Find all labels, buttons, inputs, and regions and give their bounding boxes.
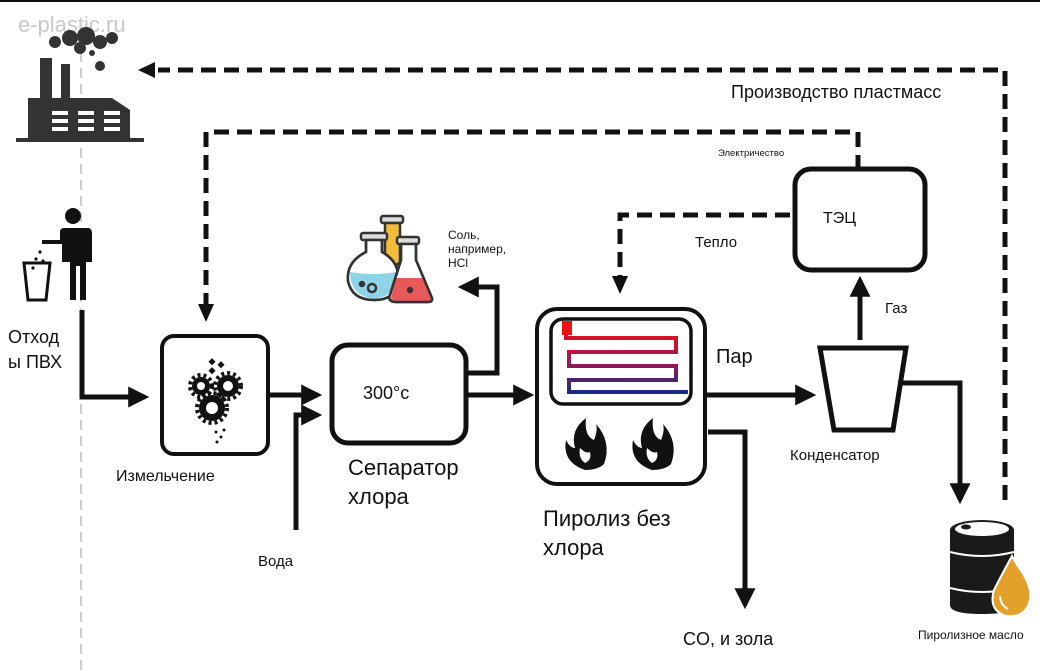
pyrolysis-label-line2: хлора: [543, 535, 604, 560]
plastics-production-label: Производство пластмасс: [731, 82, 942, 102]
person-trash-icon: [22, 208, 92, 302]
chemistry-flasks-icon: [346, 214, 434, 304]
separator-label-line2: хлора: [348, 484, 409, 509]
steam-label: Пар: [716, 346, 753, 368]
salt-label-line3: HCl: [448, 256, 468, 270]
flames-icon: [565, 418, 674, 470]
flow-separator-to-salt: [457, 276, 500, 376]
flow-waste-to-shredding: [79, 310, 150, 408]
condenser-shape: [817, 345, 909, 433]
co-ash-label: CO, и зола: [683, 629, 774, 649]
heater-coil-icon: [564, 323, 688, 394]
flow-co-ash: [708, 429, 756, 610]
flow-oil: [902, 380, 971, 505]
salt-label-line1: Соль,: [448, 228, 480, 242]
waste-label-line2: ы ПВХ: [8, 352, 63, 372]
coil-hot-end: [562, 321, 572, 335]
electricity-label: Электричество: [718, 148, 785, 159]
flow-heat: [617, 212, 790, 276]
arrow-electricity-head: [198, 304, 214, 322]
flow-water-to-separator: [293, 404, 323, 530]
salt-label: Соль, например, HCl: [448, 228, 506, 270]
gears-icon: [188, 358, 243, 444]
heat-label: Тепло: [695, 234, 738, 251]
salt-label-line2: например,: [448, 242, 507, 256]
waste-label-line1: Отход: [8, 327, 60, 347]
oil-label: Пиролизное масло: [918, 628, 1024, 642]
condenser-label: Конденсатор: [790, 447, 880, 464]
pyrolysis-label: Пиролиз без хлора: [543, 504, 671, 562]
heater-chamber: [549, 317, 693, 406]
gas-label: Газ: [885, 300, 908, 317]
arrow-plastics-head: [138, 62, 155, 78]
top-border: [0, 0, 1040, 2]
separator-temperature: 300°c: [363, 383, 410, 403]
pyrolysis-label-line1: Пиролиз без: [543, 506, 671, 531]
waste-label: Отход ы ПВХ: [8, 325, 62, 375]
arrow-heat-head: [612, 276, 628, 294]
factory-icon: [16, 27, 144, 142]
oil-barrel-icon: [949, 520, 1032, 618]
separator-label: Сепаратор хлора: [348, 453, 459, 511]
separator-label-line1: Сепаратор: [348, 455, 459, 480]
water-label: Вода: [258, 553, 294, 570]
flow-plastics-production: [158, 67, 1008, 500]
chp-label: ТЭЦ: [823, 210, 857, 227]
shredding-label: Измельчение: [116, 468, 215, 485]
chp-box: [792, 166, 928, 273]
